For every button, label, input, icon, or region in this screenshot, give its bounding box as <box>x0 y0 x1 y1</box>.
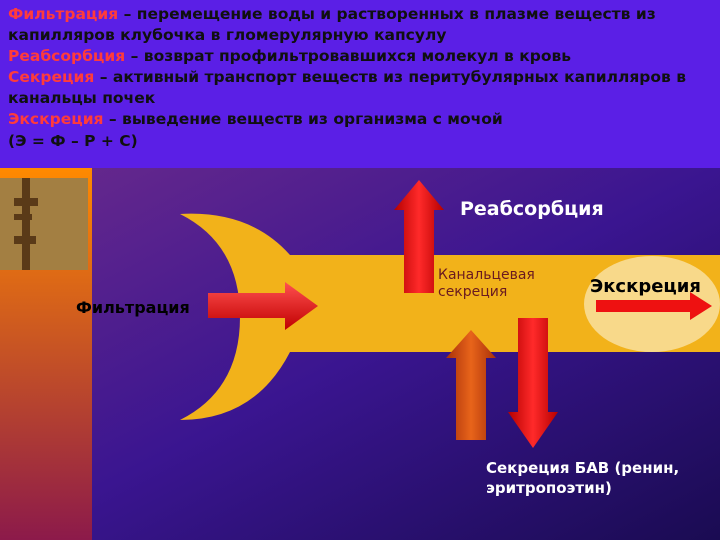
bav-label-clip: Секреция БАВ (ренин, эритропоэтин) <box>486 458 720 502</box>
tubular-secretion-label-2: секреция <box>438 284 508 300</box>
definition-secretion-cont: канальцы почек <box>8 89 156 107</box>
definition-secretion: Секреция – активный транспорт веществ из… <box>8 68 687 86</box>
nephron-tube <box>180 213 720 420</box>
excretion-arrow <box>596 292 712 320</box>
key-illustration <box>0 178 88 270</box>
definition-reabsorption: Реабсорбция – возврат профильтровавшихся… <box>8 47 572 65</box>
excretion-formula: (Э = Ф – Р + С) <box>8 132 138 150</box>
bav-label-1: Секреция БАВ (ренин, <box>486 459 680 477</box>
tubular-secretion-arrow <box>446 330 496 440</box>
bav-secretion-arrow <box>508 318 558 448</box>
definition-filtration: Фильтрация – перемещение воды и растворе… <box>8 5 656 23</box>
tubular-secretion-label-1: Канальцевая <box>438 267 535 283</box>
reabsorption-arrow <box>394 180 444 293</box>
filtration-arrow <box>208 282 318 330</box>
reabsorption-label: Реабсорбция <box>460 198 604 220</box>
definition-excretion: Экскреция – выведение веществ из организ… <box>8 110 503 128</box>
definition-filtration-cont: капилляров клубочка в гломерулярную капс… <box>8 26 447 44</box>
excretion-label-clip: Экскреция <box>590 276 720 300</box>
bav-label-2: эритропоэтин) <box>486 479 612 497</box>
filtration-label: Фильтрация <box>76 298 190 317</box>
definitions-panel: Фильтрация – перемещение воды и растворе… <box>0 0 720 168</box>
excretion-label: Экскреция <box>590 276 701 297</box>
